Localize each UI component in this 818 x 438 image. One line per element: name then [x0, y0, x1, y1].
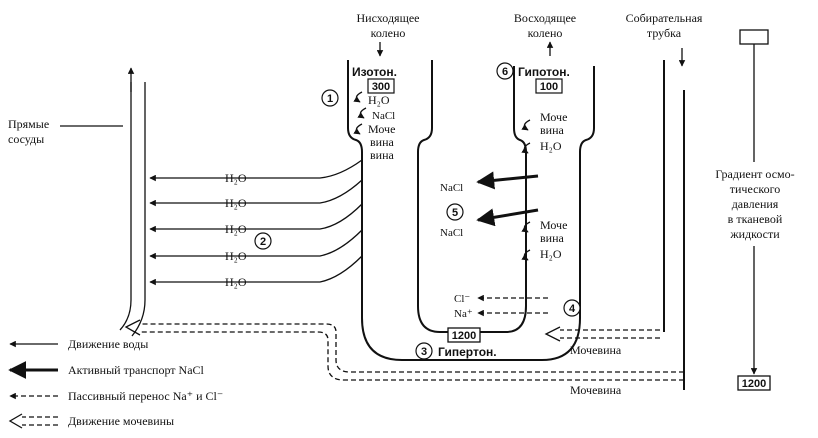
- asc-urea-upper-2: вина: [540, 123, 565, 137]
- isotonic-value: 300: [372, 81, 390, 93]
- water-arrow-asc-lower: [521, 249, 531, 261]
- marker-4-label: 4: [569, 303, 576, 315]
- hypertonic-value-box: [447, 327, 481, 343]
- legend-active-label: Активный транспорт NaCl: [68, 363, 205, 377]
- water-out-line-4: [149, 229, 363, 260]
- water-out-line-1: [149, 159, 363, 182]
- gradient-bottom-box: [737, 375, 771, 391]
- asc-h2o-lower: H₂O: [540, 247, 562, 261]
- gradient-label-5: жидкости: [729, 227, 780, 241]
- marker-2: [254, 232, 272, 250]
- water-arrows-group: H₂O H₂O H₂O H₂O H₂O: [149, 159, 363, 289]
- desc-h2o: H₂O: [368, 93, 390, 107]
- marker-3: [415, 342, 433, 360]
- urea-label-bottom-1: Мочевина: [570, 343, 622, 357]
- active-nacl-1: NaCl: [440, 182, 463, 194]
- nacl-in-arrow: [357, 107, 367, 119]
- legend-urea-label: Движение мочевины: [68, 414, 174, 428]
- water-label-4: H₂O: [225, 249, 247, 263]
- vasa-recta-descending: [119, 82, 132, 331]
- collecting-duct-label-1: Собирательная: [626, 11, 703, 25]
- passive-cl: Cl⁻: [454, 293, 470, 305]
- urea-arrow-asc-lower: [521, 221, 531, 233]
- marker-4: [563, 299, 581, 317]
- gradient-label-1: Градиент осмо-: [715, 167, 794, 181]
- descending-limb-label-1: Нисходящее: [357, 11, 420, 25]
- water-label-5: H₂O: [225, 275, 247, 289]
- isotonic-label: Изотон.: [352, 65, 397, 79]
- hypertonic-value: 1200: [452, 330, 476, 342]
- legend-passive-label: Пассивный перенос Na⁺ и Cl⁻: [68, 389, 223, 403]
- active-nacl-arrow-1: [476, 171, 539, 190]
- urea-path-long-b: [140, 331, 684, 381]
- passive-na: Na⁺: [454, 308, 473, 320]
- hypotonic-label: Гипотон.: [518, 65, 570, 79]
- legend-water-label: Движение воды: [68, 337, 148, 351]
- water-arrow-asc-upper: [521, 142, 531, 154]
- vasa-recta-label-2: сосуды: [8, 132, 44, 146]
- marker-2-label: 2: [260, 236, 266, 248]
- isotonic-value-box: [367, 78, 395, 94]
- active-nacl-2: NaCl: [440, 227, 463, 239]
- loop-outer-wall: [347, 60, 595, 361]
- hypertonic-label: Гипертон.: [438, 345, 497, 359]
- urea-label-bottom-2: Мочевина: [570, 383, 622, 397]
- ascending-limb-label-1: Восходящее: [514, 11, 576, 25]
- water-out-arrow-1: [353, 91, 363, 103]
- asc-urea-lower-2: вина: [540, 231, 565, 245]
- asc-urea-upper-1: Моче: [540, 110, 567, 124]
- asc-urea-lower-1: Моче: [540, 218, 567, 232]
- desc-nacl: NaCl: [372, 110, 395, 122]
- water-out-line-2: [149, 179, 363, 207]
- desc-urea-3: вина: [370, 148, 395, 162]
- gradient-label-4: в тканевой: [728, 212, 783, 226]
- ascending-limb-label-2: колено: [528, 26, 563, 40]
- asc-h2o-upper: H₂O: [540, 139, 562, 153]
- urea-arrowhead-left: [124, 319, 141, 336]
- urea-arrow-asc-upper: [521, 119, 531, 131]
- descending-limb-label-2: колено: [371, 26, 406, 40]
- vasa-recta-label-1: Прямые: [8, 117, 49, 131]
- water-label-3: H₂O: [225, 222, 247, 236]
- vasa-recta-ascending: [131, 82, 146, 337]
- collecting-duct-label-2: трубка: [647, 26, 682, 40]
- desc-urea-1: Моче: [368, 122, 395, 136]
- hypotonic-value-box: [535, 78, 563, 94]
- marker-6-label: 6: [502, 66, 508, 78]
- water-out-line-5: [149, 255, 363, 286]
- legend-urea-arrowhead: [8, 413, 23, 429]
- water-label-1: H₂O: [225, 171, 247, 185]
- water-label-2: H₂O: [225, 196, 247, 210]
- marker-1-label: 1: [327, 93, 333, 105]
- marker-3-label: 3: [421, 346, 427, 358]
- marker-5: [446, 203, 464, 221]
- loop-inner-wall: [417, 60, 527, 333]
- hypotonic-value: 100: [540, 81, 558, 93]
- desc-urea-2: вина: [370, 135, 395, 149]
- legend: Движение воды Активный транспорт NaCl Па…: [8, 337, 223, 429]
- marker-1: [321, 89, 339, 107]
- marker-6: [496, 62, 514, 80]
- gradient-label-2: тического: [730, 182, 781, 196]
- marker-5-label: 5: [452, 207, 458, 219]
- gradient-top-box: [739, 29, 769, 45]
- gradient-bottom-value: 1200: [742, 378, 766, 390]
- urea-in-arrow-desc: [353, 123, 363, 135]
- urea-arrowhead-right: [544, 326, 561, 342]
- water-out-line-3: [149, 203, 363, 233]
- gradient-label-3: давления: [732, 197, 779, 211]
- active-nacl-arrow-2: [476, 208, 539, 227]
- urea-path-long-a: [140, 323, 684, 373]
